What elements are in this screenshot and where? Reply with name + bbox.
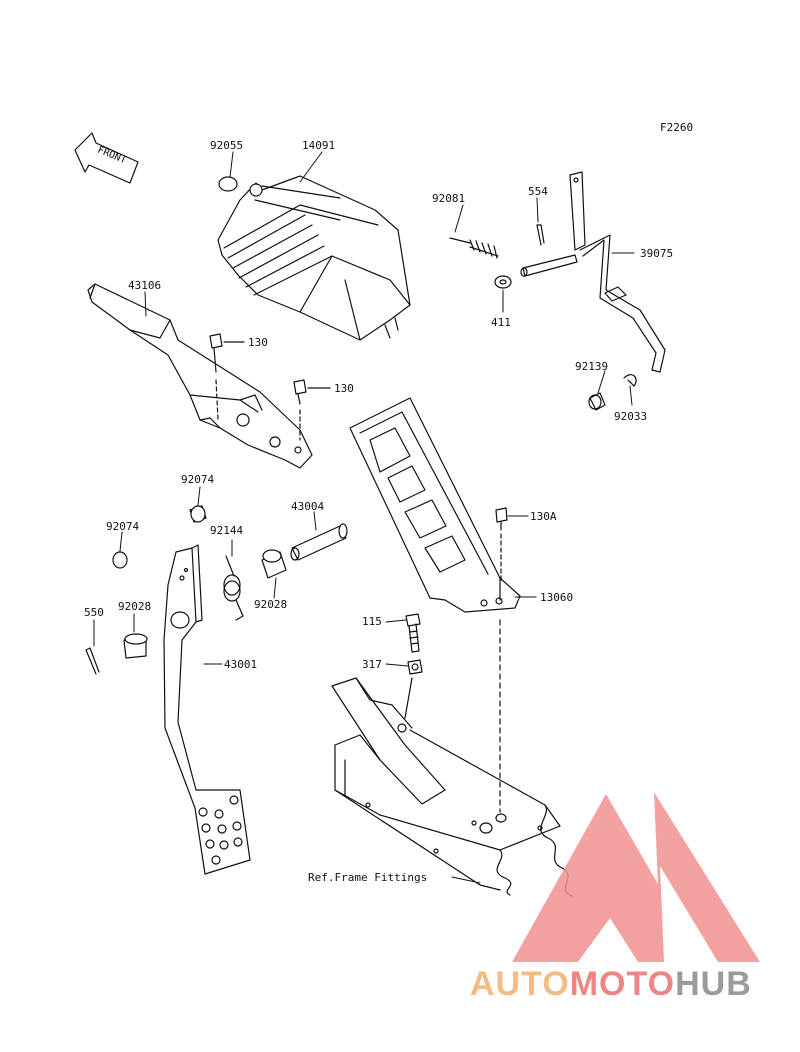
brake-pedal-part [163,544,251,875]
cap-92074-second-part [112,551,128,569]
pivot-pin-part [290,523,348,561]
label-14091: 14091 [302,139,335,152]
part-labels: F2260 92055 14091 92081 554 39075 411 43… [84,121,693,884]
label-43001: 43001 [224,658,257,671]
label-554: 554 [528,185,548,198]
bolt-130A-part [495,507,508,581]
svg-text:AUTOMOTOHUB: AUTOMOTOHUB [470,965,752,1003]
bolt-115-part [405,613,421,653]
bushing-92028-part [261,549,287,579]
brake-lever-part [87,283,313,469]
label-550: 550 [84,606,104,619]
washer-part [494,275,512,289]
label-130A: 130A [530,510,557,523]
label-92144: 92144 [210,524,243,537]
label-92074-first: 92074 [181,473,214,486]
label-92081: 92081 [432,192,465,205]
label-43004: 43004 [291,500,324,513]
cap-92074-part [189,505,207,523]
front-arrow-icon: FRONT [74,132,139,184]
label-ref-frame-fittings: Ref.Frame Fittings [308,871,427,884]
automotohub-logo: AUTOMOTOHUB [470,792,760,1003]
bolt-130-part [209,333,245,421]
cotter-pin-part [85,647,100,675]
spring-part [449,237,499,259]
logo-text-hub: HUB [675,965,752,1003]
label-115: 115 [362,615,382,628]
label-13060: 13060 [540,591,573,604]
label-92055: 92055 [210,139,243,152]
label-411: 411 [491,316,511,329]
label-92074-second: 92074 [106,520,139,533]
logo-text-moto: MOTO [570,965,675,1003]
label-130-first: 130 [248,336,268,349]
bushing-92028-second-part [123,633,148,659]
logo-triangle-icon [512,792,760,962]
bolt-130-second-part [293,379,331,441]
nut-317-part [407,659,423,675]
boot-part [217,175,411,341]
diagram-code: F2260 [660,121,693,134]
logo-text-auto: AUTO [470,965,570,1003]
label-92139: 92139 [575,360,608,373]
frame-fitting-part [331,677,573,897]
leader-lines [93,151,635,884]
label-92028-second: 92028 [118,600,151,613]
torsion-spring-part [223,555,244,621]
rod-part [520,171,666,373]
label-39075: 39075 [640,247,673,260]
clip-92033-part [623,374,637,387]
label-92028-first: 92028 [254,598,287,611]
accelerator-pedal-part [349,397,521,613]
label-92033: 92033 [614,410,647,423]
pin-554-part [536,224,545,246]
bushing-92139-part [588,392,606,411]
o-ring-part [218,176,238,192]
label-130-second: 130 [334,382,354,395]
label-317: 317 [362,658,382,671]
label-43106: 43106 [128,279,161,292]
